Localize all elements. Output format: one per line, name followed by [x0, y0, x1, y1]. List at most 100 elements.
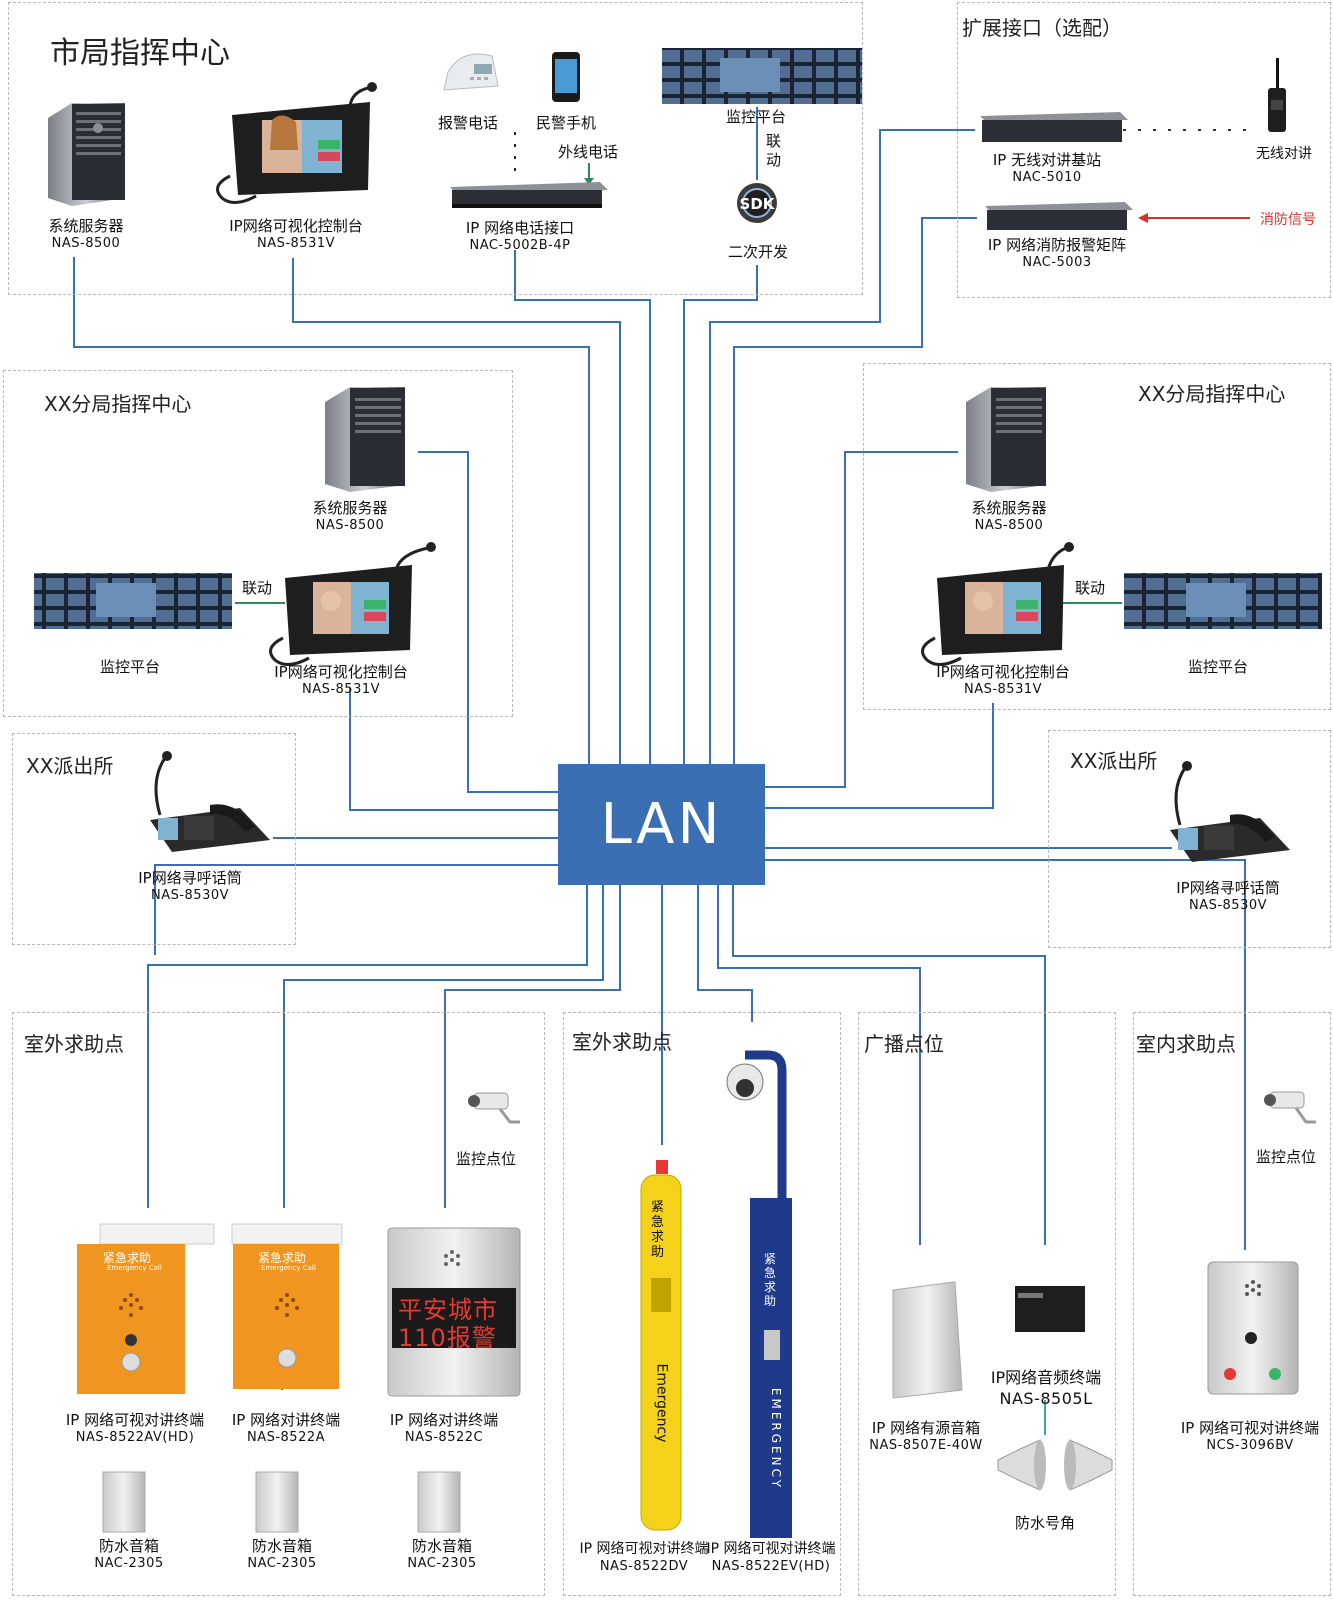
sdk-icon: SDK	[737, 183, 777, 223]
zone-branch-right	[863, 363, 1331, 710]
bl-video-wall-icon	[34, 573, 232, 629]
ol-terminal-2-graphic	[231, 1223, 343, 1389]
zone-city-center	[8, 2, 863, 295]
bl-server-icon	[325, 387, 405, 492]
phone-interface-icon	[450, 182, 608, 208]
link-bc-speaker	[717, 885, 921, 1245]
fire-matrix-icon	[985, 202, 1133, 230]
outside-line-label: 外线电话	[558, 143, 619, 161]
link-ol-t3	[444, 885, 621, 1208]
om-pole-1-graphic	[640, 1160, 682, 1531]
sdk-badge: SDK	[740, 195, 776, 213]
link-bl-console	[349, 688, 558, 811]
bl-linkage-label: 联动	[242, 579, 273, 597]
bl-monitor-label: 监控平台	[100, 658, 161, 676]
walkie-label: 无线对讲	[1256, 146, 1312, 162]
link-ol-t2	[283, 885, 604, 1208]
ol-panel-label-1: 紧急求助	[103, 1251, 152, 1265]
ol-panel-label-2: 紧急求助	[258, 1251, 307, 1265]
zone-extension	[957, 2, 1331, 298]
station-right-title: XX派出所	[1070, 749, 1158, 773]
extension-title: 扩展接口（选配）	[962, 16, 1122, 40]
ol-screen-text-2: 110报警	[398, 1324, 497, 1352]
phone-icon	[443, 53, 499, 91]
in-camera-icon	[1264, 1091, 1316, 1124]
broadcast-title: 广播点位	[864, 1032, 944, 1056]
city-linkage-label: 联动	[766, 132, 782, 169]
link-br-server	[765, 451, 958, 788]
zone-outdoor-mid	[563, 1012, 841, 1596]
horn-label: 防水号角	[1015, 1514, 1076, 1532]
om-pole1-emergency: Emergency	[653, 1363, 670, 1443]
console-icon	[216, 82, 377, 204]
br-linkage-label: 联动	[1075, 579, 1106, 597]
ol-camera-label: 监控点位	[456, 1150, 517, 1168]
ol-panel-sub-2: Emergency Call	[261, 1264, 316, 1272]
br-console-icon	[921, 542, 1074, 666]
in-camera-label: 监控点位	[1256, 1148, 1317, 1166]
video-wall-icon	[662, 48, 862, 104]
branch-left-title: XX分局指挥中心	[44, 392, 192, 416]
zone-station-right	[1048, 730, 1331, 948]
city-center-title: 市局指挥中心	[50, 36, 230, 71]
link-bc-audio	[732, 885, 1046, 1245]
ol-panel-sub-1: Emergency Call	[107, 1264, 162, 1272]
paging-mic-icon-right	[1170, 761, 1290, 862]
zone-outdoor-left	[12, 1012, 545, 1596]
paging-mic-icon	[150, 751, 270, 852]
walkie-talkie-icon	[1268, 58, 1286, 132]
om-pole1-text: 紧急求助	[651, 1200, 665, 1260]
link-city-console	[292, 258, 621, 764]
ol-screen-text-1: 平安城市	[398, 1296, 498, 1324]
link-indoor	[765, 859, 1246, 1250]
alarm-phone-label: 报警电话	[438, 114, 499, 132]
ol-terminal-1-graphic	[77, 1223, 215, 1394]
link-radio-base	[709, 129, 975, 764]
outdoor-left-title: 室外求助点	[24, 1032, 124, 1056]
radio-base-icon	[980, 112, 1128, 142]
br-server-icon	[966, 387, 1046, 492]
link-ol-t1	[147, 885, 588, 1208]
ol-speakers	[102, 1471, 461, 1533]
zone-broadcast	[858, 1012, 1116, 1596]
zone-branch-left	[3, 370, 513, 717]
ol-camera-icon	[468, 1092, 520, 1124]
fire-signal-label: 消防信号	[1260, 212, 1316, 228]
server-icon	[48, 103, 125, 206]
zone-indoor	[1133, 1012, 1331, 1596]
om-pole-2-graphic	[726, 1050, 792, 1538]
indoor-title: 室内求助点	[1136, 1032, 1236, 1056]
station-left-title: XX派出所	[26, 754, 114, 778]
bc-audio-terminal-graphic	[1015, 1286, 1085, 1332]
outdoor-mid-title: 室外求助点	[572, 1030, 672, 1054]
ol-terminal-3-graphic	[387, 1227, 521, 1397]
in-terminal-graphic	[1207, 1261, 1299, 1395]
monitor-platform-label: 监控平台	[726, 108, 787, 126]
police-mobile-label: 民警手机	[536, 114, 597, 132]
connection-lines	[73, 129, 1246, 1250]
br-monitor-label: 监控平台	[1188, 658, 1249, 676]
link-br-console	[765, 703, 994, 809]
